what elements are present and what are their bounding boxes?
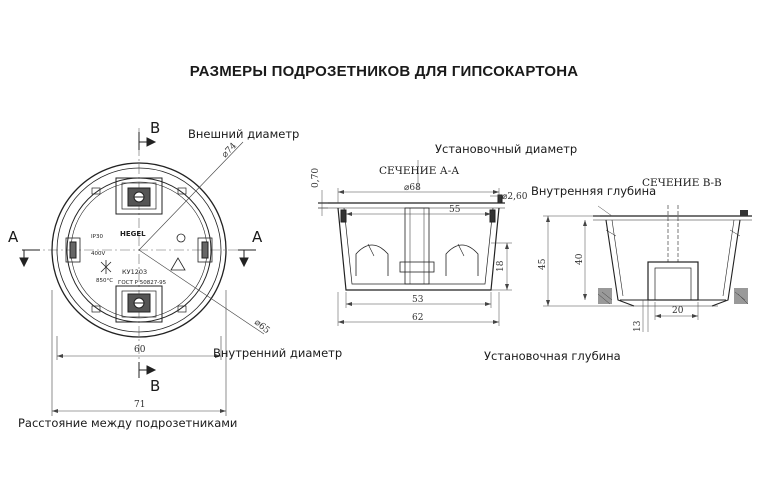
section-aa-label: СЕЧЕНИЕ А-А <box>379 165 460 177</box>
dim-45: 45 <box>538 258 548 270</box>
dim-60: 60 <box>134 345 146 355</box>
section-aa-drawing <box>318 160 512 326</box>
section-b-top: B <box>150 119 160 137</box>
outer-diameter-label: Внешний диаметр <box>188 127 300 141</box>
dim-65: ⌀65 <box>252 318 272 337</box>
voltage-text: 400V <box>91 251 105 257</box>
dim-40: 40 <box>575 253 585 265</box>
distance-between-label: Расстояние между подрозетниками <box>18 416 238 430</box>
top-view <box>19 128 265 416</box>
mounting-depth-label: Установочная глубина <box>484 349 621 363</box>
page-title: РАЗМЕРЫ ПОДРОЗЕТНИКОВ ДЛЯ ГИПСОКАРТОНА <box>189 63 579 80</box>
section-bb-label: СЕЧЕНИЕ В-В <box>642 177 722 189</box>
inner-depth-label: Внутренняя глубина <box>531 184 657 198</box>
section-a-right: A <box>252 228 263 246</box>
dim-13: 13 <box>633 320 643 332</box>
mounting-diameter-label: Установочный диаметр <box>435 142 578 156</box>
dim-71: 71 <box>134 400 145 410</box>
gost-text: ГОСТ Р 50827-95 <box>118 280 167 286</box>
section-a-left: A <box>8 228 19 246</box>
dim-62: 62 <box>412 313 423 323</box>
inner-diameter-label: Внутренний диаметр <box>213 346 343 360</box>
dim-68: ⌀68 <box>404 183 421 193</box>
dim-2-60: ⌀2,60 <box>502 192 528 202</box>
temp-text: 850°C <box>96 278 113 284</box>
section-bb-drawing <box>543 205 752 332</box>
section-b-bottom: B <box>150 377 160 395</box>
dim-18: 18 <box>496 260 506 272</box>
dim-55: 55 <box>449 205 461 215</box>
brand-text: HEGEL <box>120 230 146 238</box>
dim-74: ⌀74 <box>220 141 239 160</box>
box-markings: HEGEL IP30 400V 850°C КУ1203 ГОСТ Р 5082… <box>91 230 167 286</box>
dim-20: 20 <box>672 306 684 316</box>
dim-53: 53 <box>412 295 424 305</box>
dim-0-70: 0,70 <box>311 168 321 188</box>
ip-text: IP30 <box>91 234 103 240</box>
model-text: КУ1203 <box>122 268 147 276</box>
